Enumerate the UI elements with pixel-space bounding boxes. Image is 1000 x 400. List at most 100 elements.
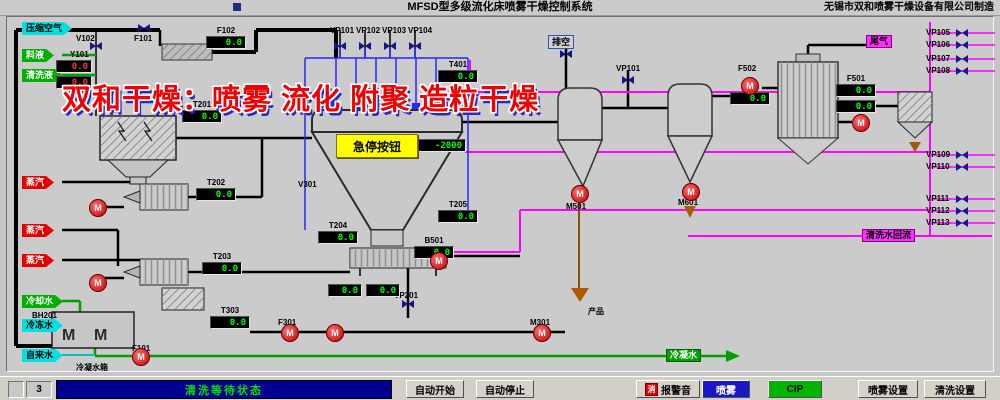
equipment-label: VP101 bbox=[330, 26, 355, 35]
valve-icon[interactable] bbox=[956, 67, 968, 75]
valve-icon[interactable] bbox=[956, 55, 968, 63]
valve-icon[interactable] bbox=[956, 219, 968, 227]
valve-icon[interactable] bbox=[90, 42, 102, 50]
valve-icon[interactable] bbox=[402, 300, 414, 308]
equipment-label: F502 bbox=[738, 64, 757, 73]
equipment-label: VP104 bbox=[408, 26, 433, 35]
pipes-green bbox=[62, 53, 726, 358]
equipment-label: VP112 bbox=[926, 206, 950, 215]
equipment-label: VP101 bbox=[616, 64, 641, 73]
auto-start-button[interactable]: 自动开始 bbox=[406, 380, 464, 398]
pump-motor[interactable]: M bbox=[326, 324, 344, 342]
page-nav-box[interactable] bbox=[8, 381, 24, 398]
flow-tag: 蒸汽 bbox=[22, 176, 54, 189]
pump-motor[interactable]: M bbox=[89, 199, 107, 217]
heat-exchanger-1 bbox=[122, 183, 189, 211]
flow-tag: 蒸汽 bbox=[22, 224, 54, 237]
svg-text:M: M bbox=[94, 327, 107, 344]
valve-icon[interactable] bbox=[359, 42, 371, 50]
equipment-label: 尾气 bbox=[866, 35, 893, 48]
valve-icon[interactable] bbox=[956, 207, 968, 215]
value-readout: 0.0 bbox=[56, 76, 92, 89]
valve-icon[interactable] bbox=[138, 24, 150, 32]
mute-alarm-label: 报警音 bbox=[661, 385, 691, 397]
bag-filter bbox=[99, 115, 177, 185]
equipment-label: VP109 bbox=[926, 150, 951, 159]
equipment-label: F301 bbox=[278, 318, 297, 327]
equipment-label: VP110 bbox=[926, 162, 950, 171]
valve-icon[interactable] bbox=[560, 50, 572, 58]
watermark-prefix: 双和干燥： bbox=[62, 84, 213, 116]
equipment-label: VP111 bbox=[926, 194, 950, 203]
spray-button[interactable]: 喷雾 bbox=[702, 380, 750, 398]
valve-icon[interactable] bbox=[384, 42, 396, 50]
valve-icon[interactable] bbox=[956, 163, 968, 171]
value-readout: -2000 bbox=[418, 139, 466, 152]
value-readout: 0.0 bbox=[328, 284, 362, 297]
pump-motor[interactable]: M bbox=[533, 324, 551, 342]
heater bbox=[161, 43, 213, 61]
flow-tag: 压缩空气 bbox=[22, 22, 72, 35]
flow-tag: 蒸汽 bbox=[22, 254, 54, 267]
pump-motor[interactable]: M bbox=[89, 274, 107, 292]
flow-tag: 清洗液 bbox=[22, 69, 63, 82]
value-readout: 0.0 bbox=[56, 60, 92, 73]
equipment-label: 清洗水回流 bbox=[862, 229, 916, 242]
valve-icon[interactable] bbox=[956, 195, 968, 203]
valve-icon[interactable] bbox=[622, 76, 634, 84]
flow-tag: 料液 bbox=[22, 49, 54, 62]
valve-icon[interactable] bbox=[334, 42, 346, 50]
emergency-stop-button[interactable]: 急停按钮 bbox=[336, 134, 418, 158]
equipment-label: VP107 bbox=[926, 54, 951, 63]
pump-motor[interactable]: M bbox=[852, 114, 870, 132]
spray-settings-button[interactable]: 喷雾设置 bbox=[858, 380, 918, 398]
equipment-label: 冷凝水箱 bbox=[76, 363, 108, 372]
equipment-label: BH201 bbox=[32, 311, 57, 320]
watermark-text: 喷雾 流化 附聚 造粒干燥 bbox=[212, 84, 540, 116]
condenser-tower bbox=[776, 53, 840, 165]
valve-icon[interactable] bbox=[956, 41, 968, 49]
auto-stop-button[interactable]: 自动停止 bbox=[476, 380, 534, 398]
valve-icon[interactable] bbox=[956, 29, 968, 37]
value-readout: 0.0 bbox=[836, 100, 876, 113]
status-message: 清洗等待状态 bbox=[56, 380, 392, 399]
cyclone2-discharge-arrow bbox=[684, 206, 696, 218]
pump-motor[interactable]: M bbox=[430, 252, 448, 270]
green-flow-arrow bbox=[726, 350, 740, 362]
valve-icon[interactable] bbox=[956, 151, 968, 159]
equipment-label: V301 bbox=[298, 180, 317, 189]
pump-motor[interactable]: M bbox=[682, 183, 700, 201]
equipment-label: VP103 bbox=[382, 26, 407, 35]
pump-motor[interactable]: M bbox=[571, 185, 589, 203]
cyclone-1 bbox=[556, 87, 604, 188]
mute-alarm-button[interactable]: 消 报警音 bbox=[636, 380, 700, 398]
equipment-label: VP201 bbox=[394, 291, 419, 300]
page-title: MFSD型多级流化床喷雾干燥控制系统 bbox=[407, 1, 593, 13]
company-name: 无锡市双和喷雾干燥设备有限公司制造 bbox=[824, 2, 994, 13]
cip-button[interactable]: CIP bbox=[768, 380, 822, 398]
equipment-label: M601 bbox=[678, 198, 699, 207]
equipment-label: VP106 bbox=[926, 40, 951, 49]
exhaust-filter bbox=[896, 91, 934, 152]
title-icon bbox=[233, 3, 241, 11]
valve-icon[interactable] bbox=[409, 42, 421, 50]
product-arrow bbox=[571, 288, 589, 302]
pump-motor[interactable]: M bbox=[281, 324, 299, 342]
equipment-label: 产品 bbox=[588, 307, 604, 316]
pump-motor[interactable]: M bbox=[741, 77, 759, 95]
nozzle-blocks bbox=[332, 103, 440, 109]
page-number-box: 3 bbox=[26, 381, 52, 398]
cyclone-2 bbox=[666, 83, 714, 184]
equipment-label: V102 bbox=[76, 34, 95, 43]
clean-settings-button[interactable]: 清洗设置 bbox=[924, 380, 986, 398]
pump-motor[interactable]: M bbox=[132, 348, 150, 366]
svg-text:M: M bbox=[62, 327, 75, 344]
equipment-label: M501 bbox=[566, 202, 587, 211]
